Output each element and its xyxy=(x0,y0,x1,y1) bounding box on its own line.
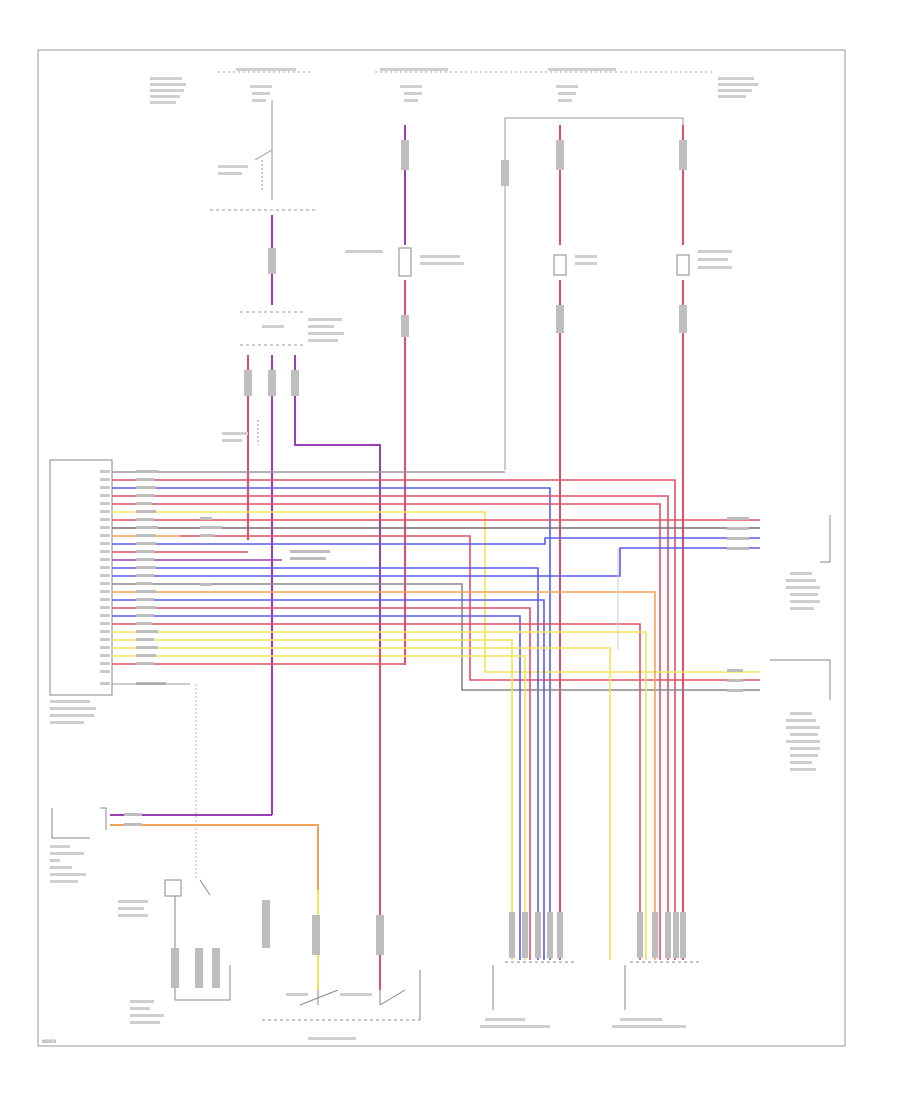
harness-wires xyxy=(112,471,760,960)
headlight-pin-marks xyxy=(509,912,686,958)
relay-switch-top xyxy=(210,100,318,211)
bottom-left-verticals xyxy=(171,900,270,988)
module-pin-labels xyxy=(100,470,110,685)
fuse-symbols xyxy=(398,247,690,277)
junction-out-wires xyxy=(247,355,381,815)
lower-left-caption xyxy=(50,845,86,883)
headlight-switch xyxy=(262,970,421,1021)
right-headlight-connector xyxy=(624,961,700,1010)
right-sensor-upper-label xyxy=(786,572,820,610)
right-sensor-upper xyxy=(617,515,831,650)
right-sensor-lower-label xyxy=(786,712,820,771)
left-headlight-connector xyxy=(492,961,575,1010)
wire-code-marks xyxy=(268,140,687,337)
harness-code-labels xyxy=(136,470,749,692)
source-labels xyxy=(150,68,758,104)
footer-code: W0000 xyxy=(42,1039,57,1044)
lower-left-connector xyxy=(51,807,107,839)
control-module xyxy=(49,459,113,696)
bottom-left-caption xyxy=(130,1000,164,1024)
lower-left-wires xyxy=(110,650,381,990)
feed-wires-top xyxy=(271,117,684,960)
module-caption xyxy=(50,700,96,724)
diagram-frame xyxy=(37,49,846,1047)
right-sensor-lower xyxy=(770,659,831,700)
junction-connector xyxy=(240,311,305,346)
